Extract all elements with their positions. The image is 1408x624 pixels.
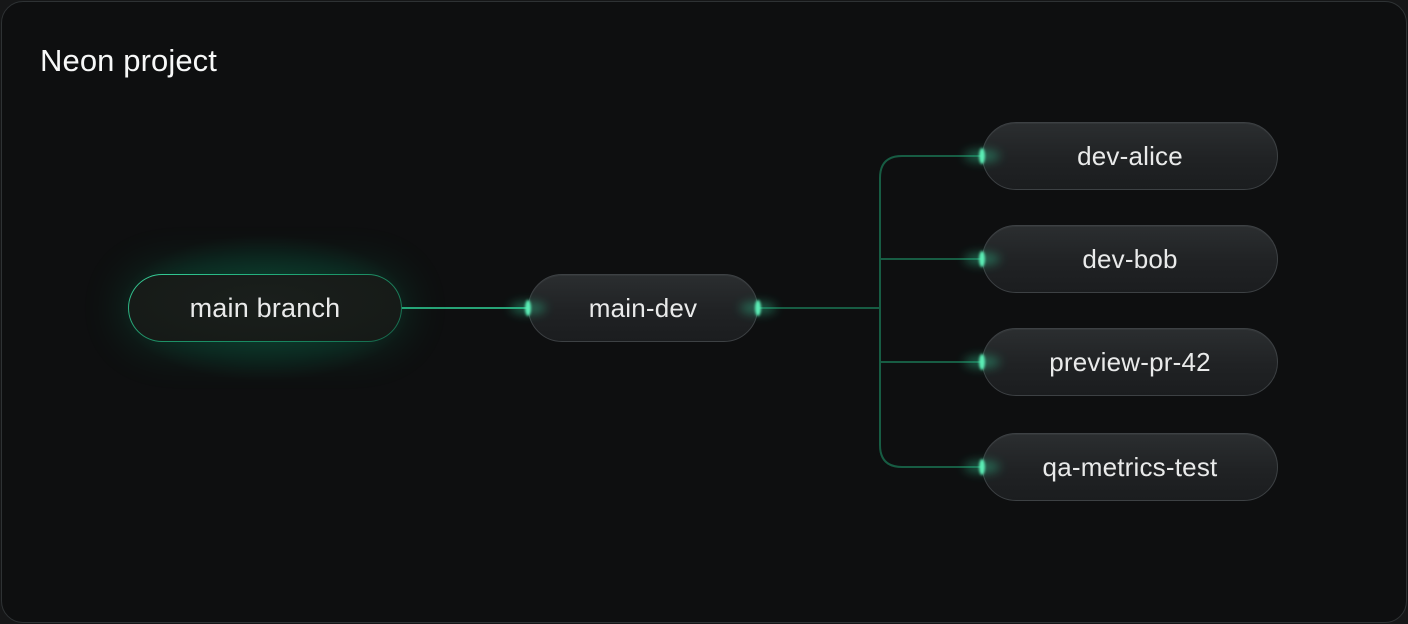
branch-label-main-dev: main-dev — [588, 292, 698, 323]
branch-node-qa-metrics-test[interactable]: qa-metrics-test — [982, 433, 1278, 501]
branch-node-dev-bob[interactable]: dev-bob — [982, 225, 1278, 293]
branch-label-main: main branch — [189, 292, 341, 323]
branch-label-preview-pr-42: preview-pr-42 — [1049, 346, 1211, 377]
branch-node-main-dev[interactable]: main-dev — [528, 274, 758, 342]
branch-node-dev-alice[interactable]: dev-alice — [982, 122, 1278, 190]
branch-label-dev-alice: dev-alice — [1077, 140, 1183, 171]
branch-label-qa-metrics-test: qa-metrics-test — [1042, 451, 1218, 482]
branch-node-main[interactable]: main branch — [78, 214, 452, 402]
branch-node-preview-pr-42[interactable]: preview-pr-42 — [982, 328, 1278, 396]
branch-node-main-surface: main branch — [129, 275, 401, 341]
branch-label-dev-bob: dev-bob — [1082, 243, 1178, 274]
page-title: Neon project — [40, 43, 217, 78]
